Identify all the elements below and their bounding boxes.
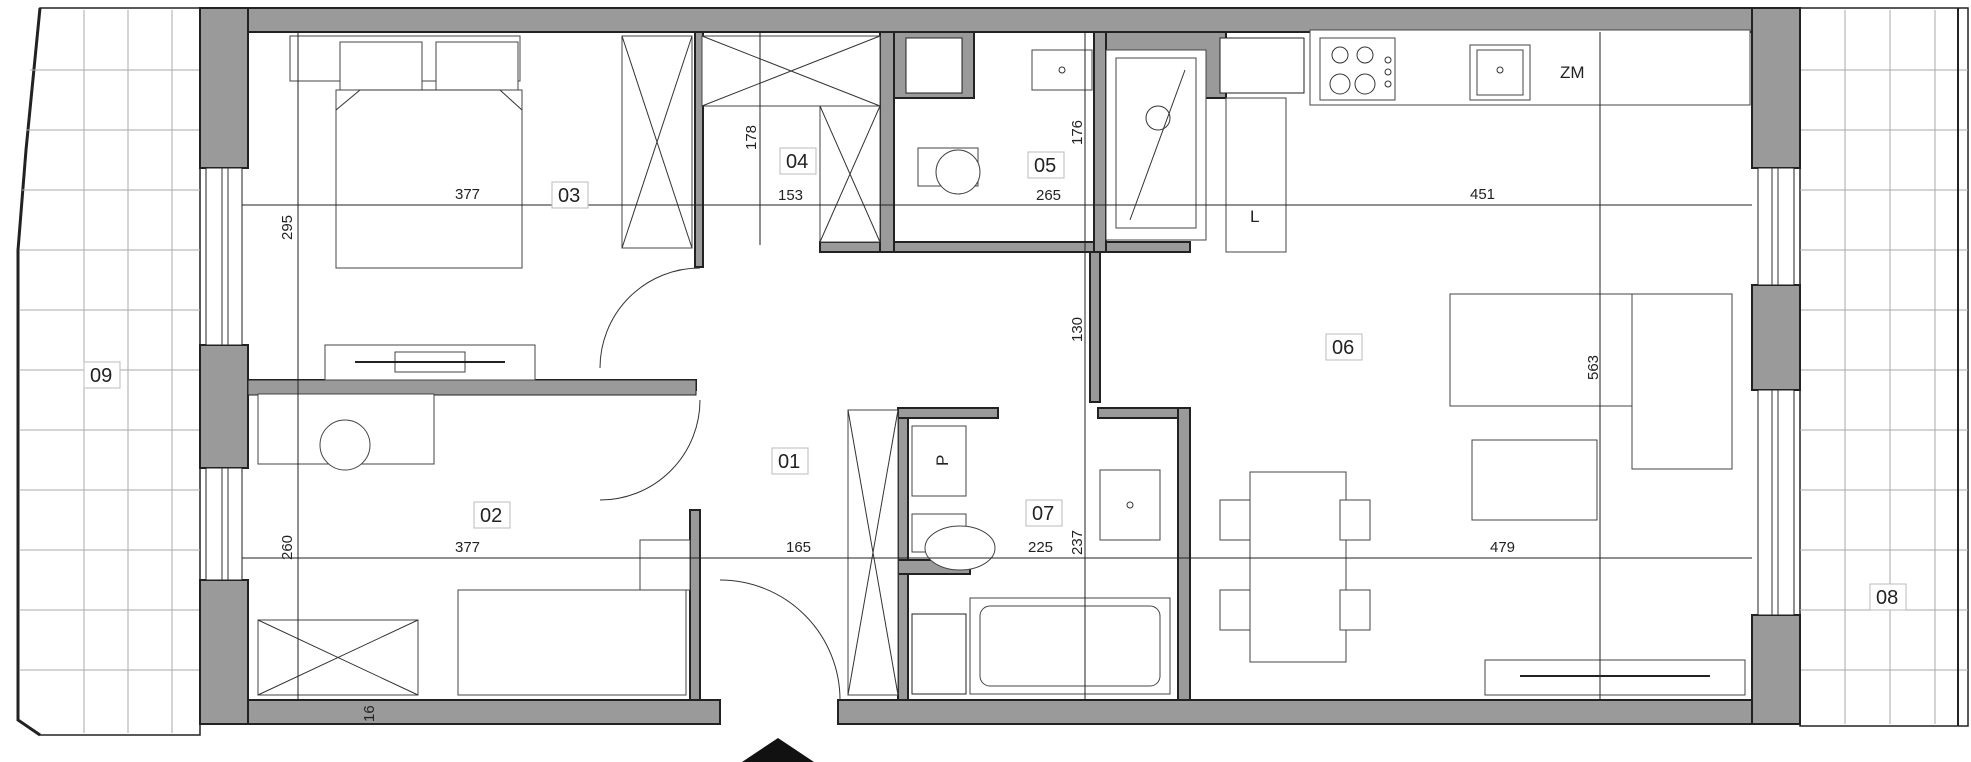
room-07-furniture: [911, 425, 1171, 695]
room-label-04: 04: [786, 151, 808, 173]
room-04-furniture: [701, 35, 881, 243]
dim-130: 130: [1069, 317, 1086, 342]
room-label-07: 07: [1032, 503, 1054, 525]
dim-237: 237: [1069, 530, 1086, 555]
room-label-03: 03: [558, 185, 580, 207]
outer-walls: [199, 7, 1801, 725]
dim-563: 563: [1585, 355, 1602, 380]
dim-295: 295: [279, 215, 296, 240]
dim-377-bottom: 377: [455, 539, 480, 556]
fridge-label: ZM: [1560, 63, 1585, 82]
window-left-top: [205, 167, 243, 346]
dim-165: 165: [786, 539, 811, 556]
room-label-01: 01: [778, 451, 800, 473]
washer-label: P: [933, 455, 952, 466]
dimension-labels: 377 153 265 451 295 178 176 130 563 377 …: [279, 120, 1602, 722]
dim-225: 225: [1028, 539, 1053, 556]
room-label-08: 08: [1876, 587, 1898, 609]
dim-16: 16: [361, 705, 378, 722]
window-right-top: [1757, 167, 1795, 286]
dim-377-top: 377: [455, 186, 480, 203]
room-06-furniture: [1219, 29, 1751, 696]
entry-arrow-icon: [742, 738, 814, 762]
dim-153: 153: [778, 187, 803, 204]
room-01-furniture: [599, 267, 899, 701]
dim-178: 178: [743, 125, 760, 150]
dimension-lines: [242, 32, 1752, 700]
dim-176: 176: [1069, 120, 1086, 145]
dim-260: 260: [279, 535, 296, 560]
dim-265: 265: [1036, 187, 1061, 204]
room-label-02: 02: [480, 505, 502, 527]
room-label-06: 06: [1332, 337, 1354, 359]
room-02-furniture: [257, 393, 691, 696]
room-labels: 01 02 03 04 05 06 07 08 09: [83, 147, 1907, 611]
room-label-09: 09: [90, 365, 112, 387]
dim-479: 479: [1490, 539, 1515, 556]
laundry-label: L: [1250, 207, 1259, 226]
dim-451: 451: [1470, 186, 1495, 203]
room-03-furniture: [289, 35, 693, 381]
room-05-furniture: [917, 49, 1207, 241]
window-right-bottom: [1757, 389, 1795, 616]
window-left-bottom: [205, 467, 243, 581]
balcony-08: [1799, 7, 1969, 727]
room-label-05: 05: [1034, 155, 1056, 177]
